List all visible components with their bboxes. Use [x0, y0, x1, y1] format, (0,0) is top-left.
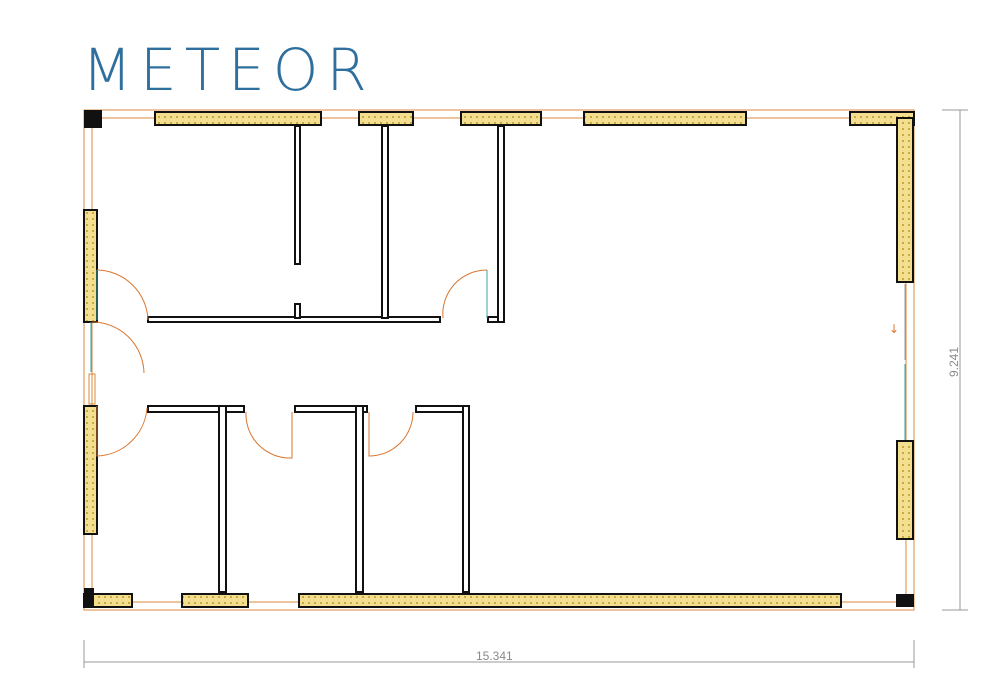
entry-arrow-icon: ↓	[889, 322, 899, 336]
height-dimension-label: 9.241	[947, 347, 961, 377]
width-dimension-label: 15.341	[476, 649, 513, 663]
logo: METEOR	[82, 36, 375, 104]
interior-walls-upper	[147, 125, 505, 323]
interior-walls-lower	[147, 405, 470, 593]
outer-wall-left	[83, 110, 98, 607]
door-swings	[91, 269, 488, 459]
outer-wall-bottom	[83, 593, 914, 608]
logo-text: METEOR	[82, 36, 375, 104]
outer-wall-right: ↓	[889, 117, 914, 540]
dimension-lines	[83, 109, 968, 668]
outer-wall-top	[84, 110, 915, 128]
